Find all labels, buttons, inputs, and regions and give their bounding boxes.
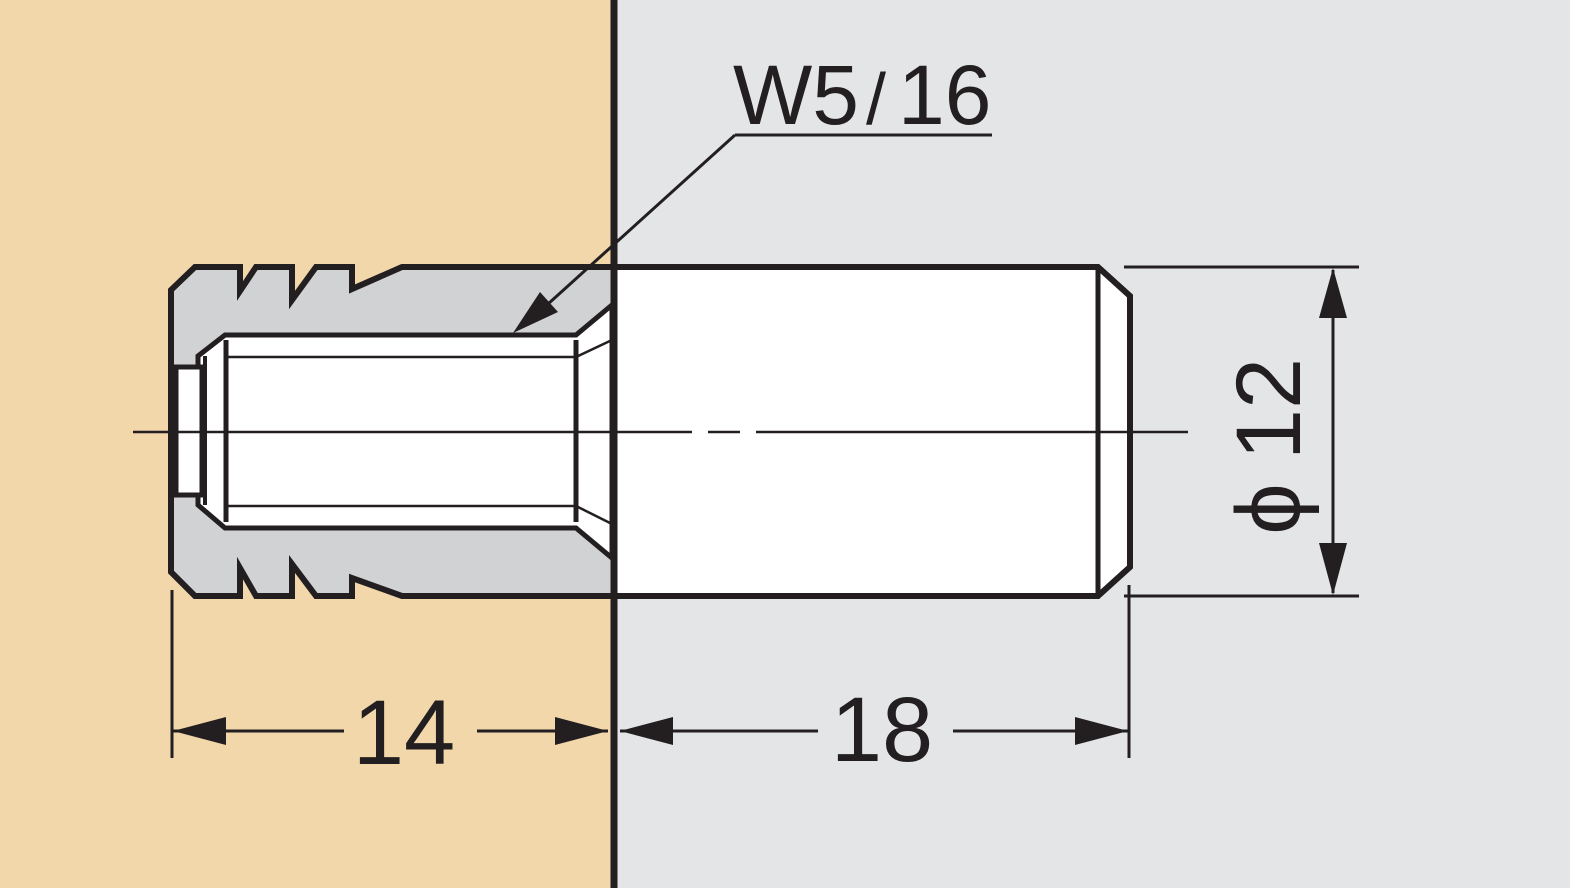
thread-chamfer-line xyxy=(575,504,613,526)
arrowhead-right xyxy=(1075,717,1128,745)
diameter-label-group: ϕ 12 xyxy=(1218,358,1320,535)
diameter-symbol: ϕ xyxy=(1218,483,1320,535)
callout-arrowhead xyxy=(513,292,558,333)
thread-callout-main: W5 xyxy=(733,48,859,142)
thread-chamfer-line xyxy=(575,338,613,359)
arrowhead-left xyxy=(620,717,673,745)
dimension-diameter-label: 12 xyxy=(1218,358,1320,460)
dimension-18-label: 18 xyxy=(831,679,933,781)
arrowhead-up xyxy=(1319,268,1347,318)
arrowhead-right xyxy=(555,717,608,745)
arrowhead-down xyxy=(1319,543,1347,595)
thread-callout-slash: / xyxy=(866,60,886,140)
thread-callout-sub: 16 xyxy=(898,48,991,142)
arrowhead-left xyxy=(173,717,226,745)
dimension-14-label: 14 xyxy=(353,682,455,784)
callout-leader-line xyxy=(546,133,737,306)
